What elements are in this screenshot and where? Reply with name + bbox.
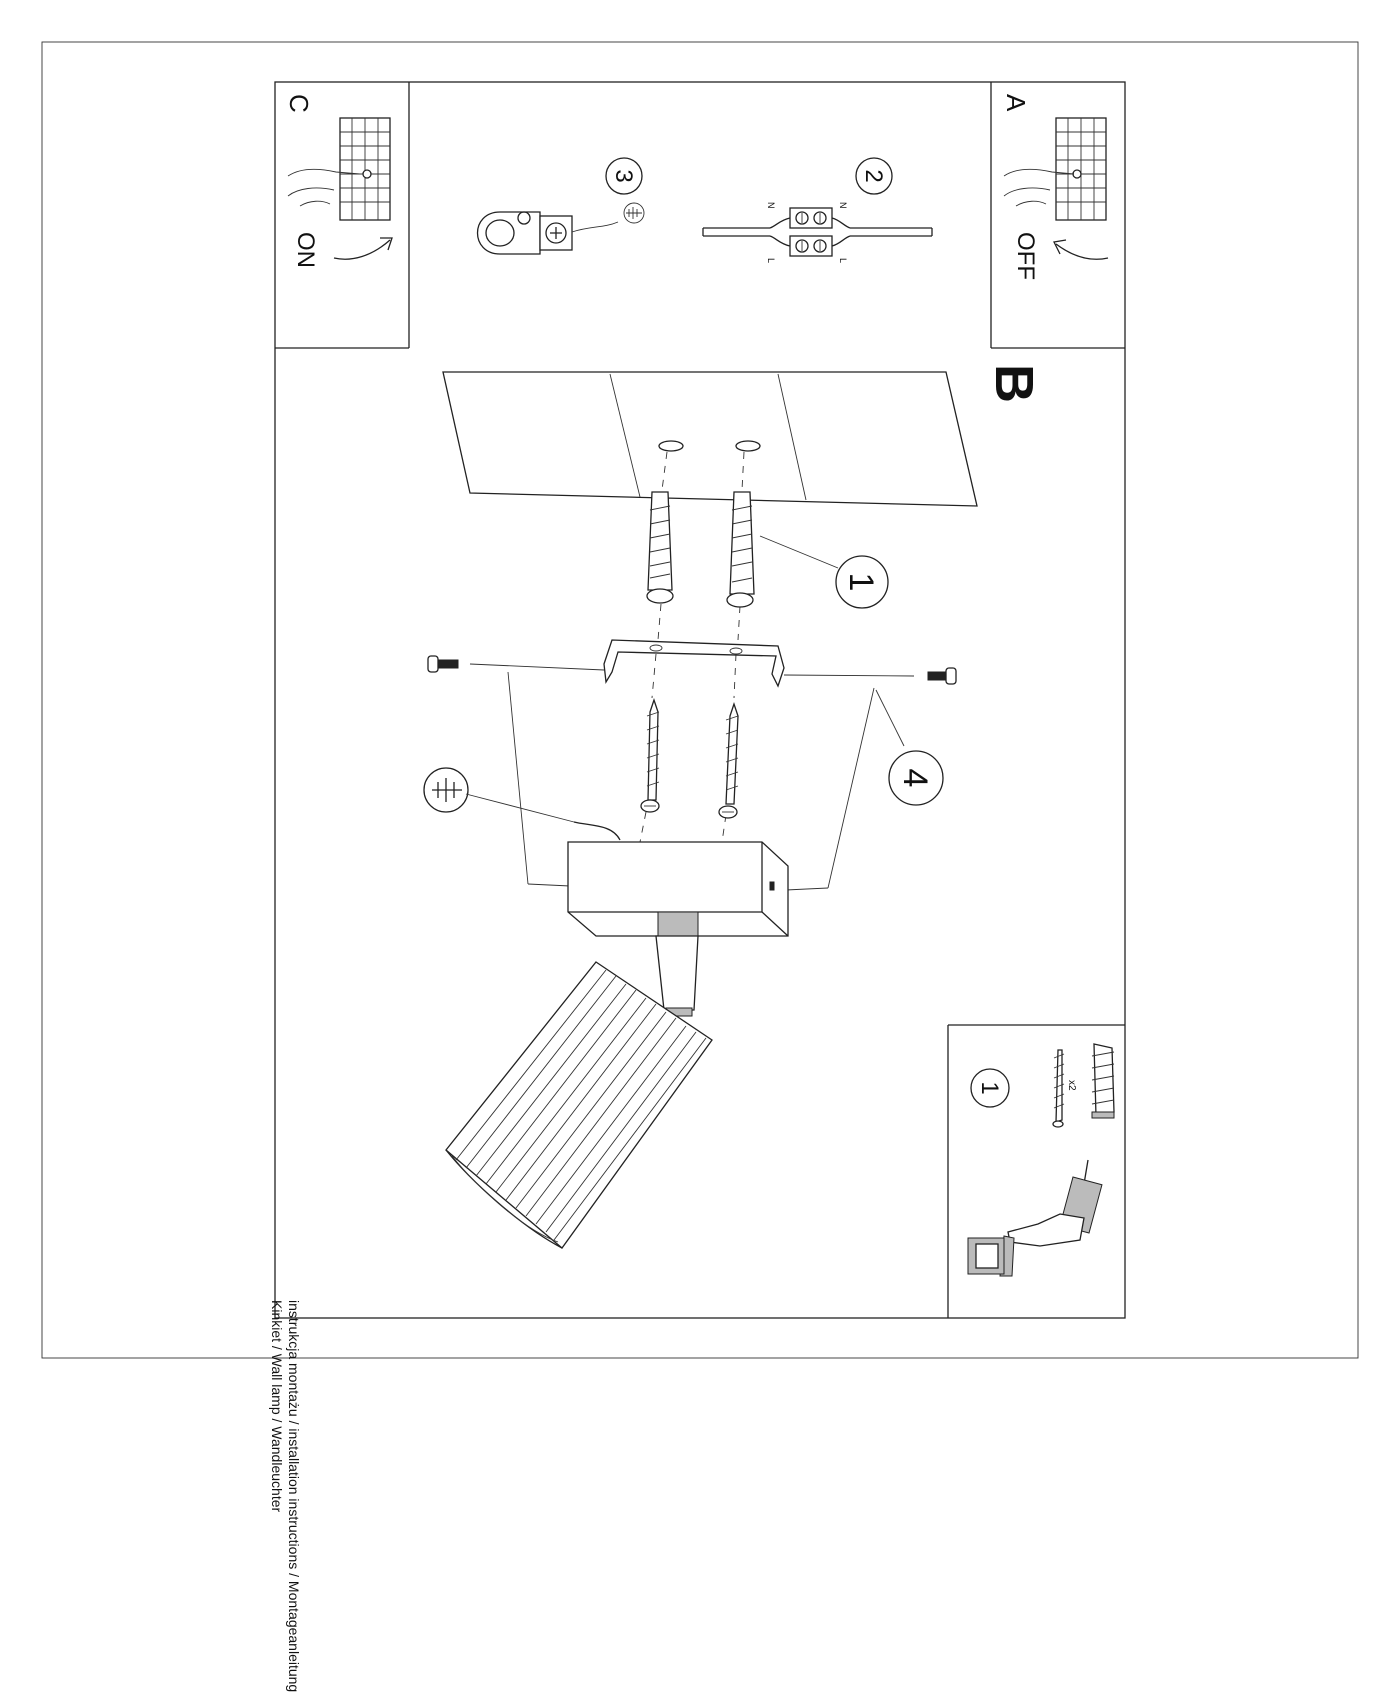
panel-a-letter: A bbox=[1001, 94, 1031, 112]
lamp-swivel-joint bbox=[655, 911, 699, 1017]
panel-a-state: OFF bbox=[1012, 232, 1039, 280]
wall-plug-icon bbox=[646, 491, 674, 604]
alignment-guides bbox=[639, 451, 745, 843]
panel-c-state: ON bbox=[292, 232, 319, 268]
earth-ground-icon bbox=[623, 202, 645, 224]
drill-icon bbox=[967, 1159, 1103, 1277]
lamp-shade bbox=[445, 961, 713, 1249]
circuit-breaker-icon bbox=[339, 117, 391, 221]
step-4-callout: 4 bbox=[896, 769, 934, 788]
arrow-icon bbox=[1053, 239, 1109, 260]
connector-block-bottom bbox=[789, 235, 833, 257]
kit-panel: 1 x2 bbox=[967, 1043, 1115, 1277]
step-2-detail: 2 N N L L bbox=[702, 157, 933, 263]
wall-plug-icon bbox=[1091, 1043, 1115, 1119]
connector-block-top bbox=[789, 207, 833, 229]
inner-frame bbox=[274, 81, 1126, 1319]
earth-wire bbox=[573, 821, 621, 841]
wall-plug-icon bbox=[726, 491, 755, 608]
wire-label-l-top: L bbox=[766, 258, 776, 263]
wall-surface bbox=[442, 371, 978, 507]
wire-label-n-bottom: N bbox=[838, 202, 848, 209]
screw-icon bbox=[718, 701, 739, 819]
mounting-bracket bbox=[603, 639, 785, 688]
step-1-callout: 1 bbox=[842, 573, 880, 592]
kit-quantity: x2 bbox=[1066, 1080, 1077, 1091]
step-3-detail: 3 bbox=[477, 157, 645, 255]
panel-b-letter: B bbox=[984, 364, 1044, 403]
earth-terminal bbox=[539, 215, 573, 251]
panel-c-letter: C bbox=[284, 94, 314, 113]
footer-title-line: instrukcja montażu / installation instru… bbox=[286, 1300, 302, 1692]
earth-ground-icon bbox=[423, 767, 469, 813]
panel-a: A OFF bbox=[1001, 94, 1109, 280]
wire-label-n-top: N bbox=[766, 202, 776, 209]
circuit-breaker-icon bbox=[1055, 117, 1107, 221]
outer-frame bbox=[41, 41, 1359, 1359]
screw-icon bbox=[927, 667, 957, 685]
arrow-icon bbox=[333, 237, 393, 260]
step-2-callout: 2 bbox=[860, 169, 887, 182]
kit-callout: 1 bbox=[976, 1081, 1003, 1094]
hand-icon bbox=[1003, 168, 1075, 207]
screw-icon bbox=[427, 655, 459, 673]
panel-c: C ON bbox=[284, 94, 393, 268]
footer-subtitle-line: Kinkiet / Wall lamp / Wandleuchter bbox=[269, 1300, 285, 1513]
screw-icon bbox=[1052, 1049, 1065, 1128]
hand-icon bbox=[287, 168, 361, 207]
instruction-sheet: C ON A bbox=[41, 41, 1359, 1359]
wire-label-l-bottom: L bbox=[838, 258, 848, 263]
step-3-callout: 3 bbox=[610, 169, 637, 182]
screw-icon bbox=[640, 697, 660, 813]
